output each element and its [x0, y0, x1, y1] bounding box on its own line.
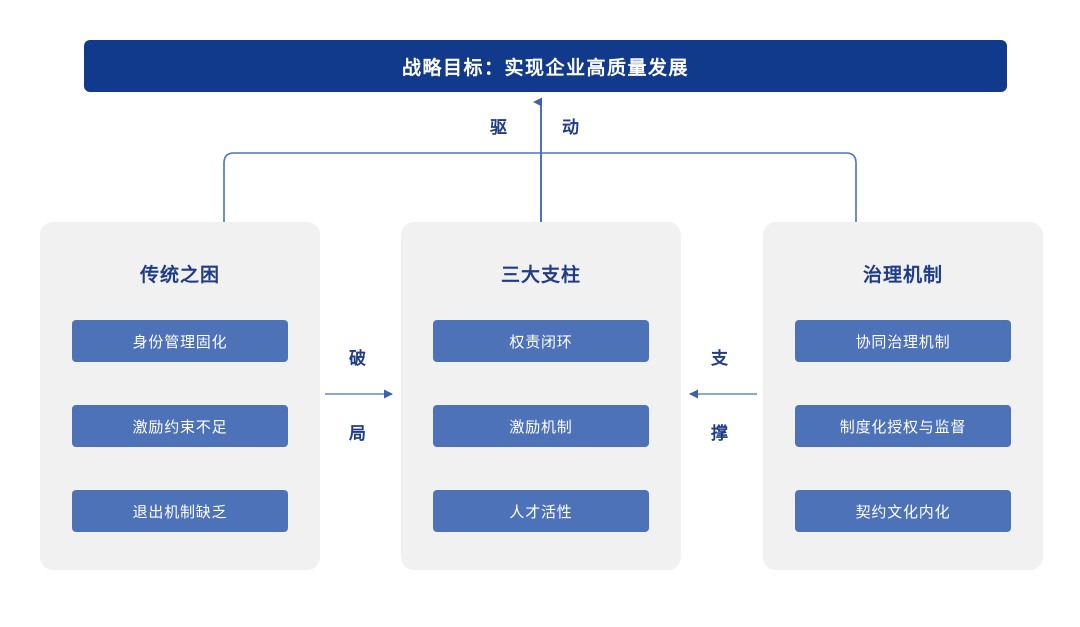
list-item[interactable]: 身份管理固化: [72, 320, 288, 362]
list-item-label: 激励机制: [509, 419, 573, 436]
support-label-char-1: 支: [711, 349, 728, 368]
list-item[interactable]: 契约文化内化: [795, 490, 1011, 532]
list-item-label: 身份管理固化: [132, 334, 228, 351]
list-item-label: 契约文化内化: [855, 504, 951, 521]
card-traditional-challenges[interactable]: 传统之困 身份管理固化 激励约束不足 退出机制缺乏: [40, 222, 320, 570]
drive-label-char-2: 动: [562, 118, 579, 137]
card-title: 治理机制: [862, 265, 943, 286]
list-item-label: 协同治理机制: [855, 334, 951, 351]
card-item-list: 协同治理机制 制度化授权与监督 契约文化内化: [795, 320, 1011, 532]
list-item-label: 权责闭环: [509, 334, 573, 351]
list-item[interactable]: 人才活性: [433, 490, 649, 532]
list-item-label: 人才活性: [509, 504, 573, 521]
support-label-char-2: 撑: [711, 424, 728, 443]
list-item[interactable]: 激励机制: [433, 405, 649, 447]
card-three-pillars[interactable]: 三大支柱 权责闭环 激励机制 人才活性: [401, 222, 681, 570]
list-item[interactable]: 激励约束不足: [72, 405, 288, 447]
drive-label-char-1: 驱: [490, 118, 507, 137]
card-item-list: 权责闭环 激励机制 人才活性: [433, 320, 649, 532]
break-label-char-2: 局: [349, 424, 366, 443]
list-item[interactable]: 退出机制缺乏: [72, 490, 288, 532]
bracket-connector: [223, 152, 857, 222]
strategic-goal-banner: 战略目标：实现企业高质量发展: [84, 40, 1007, 92]
card-title: 传统之困: [139, 265, 220, 286]
card-governance-mechanism[interactable]: 治理机制 协同治理机制 制度化授权与监督 契约文化内化: [763, 222, 1043, 570]
card-title: 三大支柱: [500, 265, 581, 286]
list-item[interactable]: 协同治理机制: [795, 320, 1011, 362]
break-label-char-1: 破: [349, 349, 366, 368]
list-item[interactable]: 制度化授权与监督: [795, 405, 1011, 447]
list-item-label: 制度化授权与监督: [839, 419, 967, 436]
card-item-list: 身份管理固化 激励约束不足 退出机制缺乏: [72, 320, 288, 532]
list-item[interactable]: 权责闭环: [433, 320, 649, 362]
strategic-goal-title: 战略目标：实现企业高质量发展: [401, 57, 689, 79]
list-item-label: 激励约束不足: [132, 419, 228, 436]
list-item-label: 退出机制缺乏: [132, 504, 228, 521]
